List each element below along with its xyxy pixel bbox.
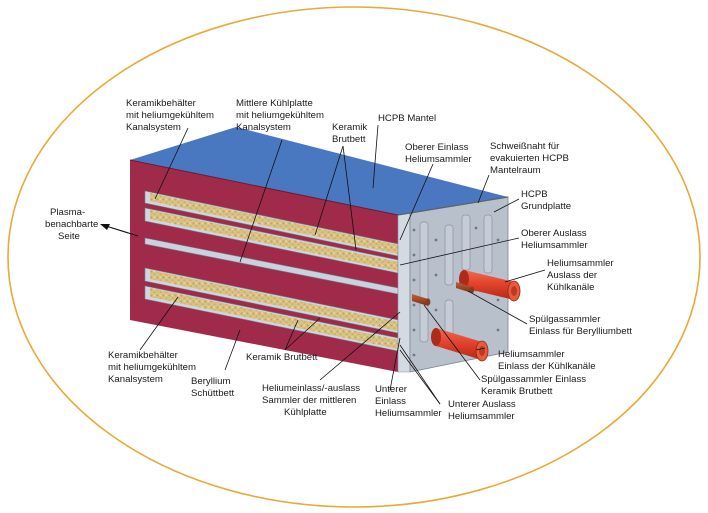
leader-lines bbox=[139, 124, 546, 405]
label-beryllium-bed: Beryllium Schüttbett bbox=[191, 376, 235, 399]
outlet-pipe bbox=[459, 270, 521, 302]
label-plasma-side: Plasma- benachbarte Seite bbox=[45, 207, 101, 242]
boundary-ellipse bbox=[7, 6, 701, 508]
label-weld-seam: Schweißnaht für evakuierten HCPB Mantelr… bbox=[490, 141, 572, 176]
label-inlet-cooling-channels: Heliumsammler Einlass der Kühlkanäle bbox=[498, 349, 596, 372]
plasma-arrow bbox=[100, 224, 139, 237]
label-purge-inlet-ceramic: Spülgassammler Einlass Keramik Brutbett bbox=[481, 374, 589, 397]
label-outlet-cooling-channels: Heliumsammler Auslass der Kühlkanäle bbox=[547, 258, 616, 293]
label-upper-outlet: Oberer Auslass Heliumsammler bbox=[521, 228, 589, 251]
label-ceramic-breeder-top: Keramik Brutbett bbox=[332, 122, 370, 145]
manifold-strip bbox=[397, 212, 411, 373]
upper-breeder-beds bbox=[144, 190, 399, 274]
label-lower-outlet: Unterer Auslass Heliumsammler bbox=[448, 399, 518, 422]
label-lower-inlet: Unterer Einlass Heliumsammler bbox=[375, 384, 442, 419]
end-plate-holes bbox=[412, 226, 500, 357]
label-middle-plate-manifold: Heliumeinlass/-auslass Sammler der mittl… bbox=[262, 383, 363, 418]
label-ceramic-breeder-bottom: Keramik Brutbett bbox=[246, 352, 318, 363]
label-purge-inlet-beryllium: Spülgassammler Einlass für Berylliumbett bbox=[529, 314, 632, 337]
label-middle-cooling-plate: Mittlere Kühlplatte mit heliumgekühltem … bbox=[236, 98, 327, 133]
label-upper-inlet: Oberer Einlass Heliumsammler bbox=[405, 142, 472, 165]
label-ceramic-container-top: Keramikbehälter mit heliumgekühltem Kana… bbox=[126, 98, 217, 133]
purge-pipe-ceramic bbox=[412, 294, 431, 306]
purge-pipe-beryllium bbox=[456, 282, 475, 294]
end-plate-details bbox=[419, 214, 493, 346]
weld-seam bbox=[397, 196, 509, 216]
lower-breeder-beds bbox=[144, 267, 399, 352]
label-ceramic-container-bottom: Keramikbehälter mit heliumgekühltem Kana… bbox=[108, 350, 199, 385]
mantle-top-face bbox=[130, 127, 508, 215]
label-hcpb-mantle: HCPB Mantel bbox=[378, 113, 436, 124]
label-base-plate: HCPB Grundplatte bbox=[521, 189, 571, 212]
